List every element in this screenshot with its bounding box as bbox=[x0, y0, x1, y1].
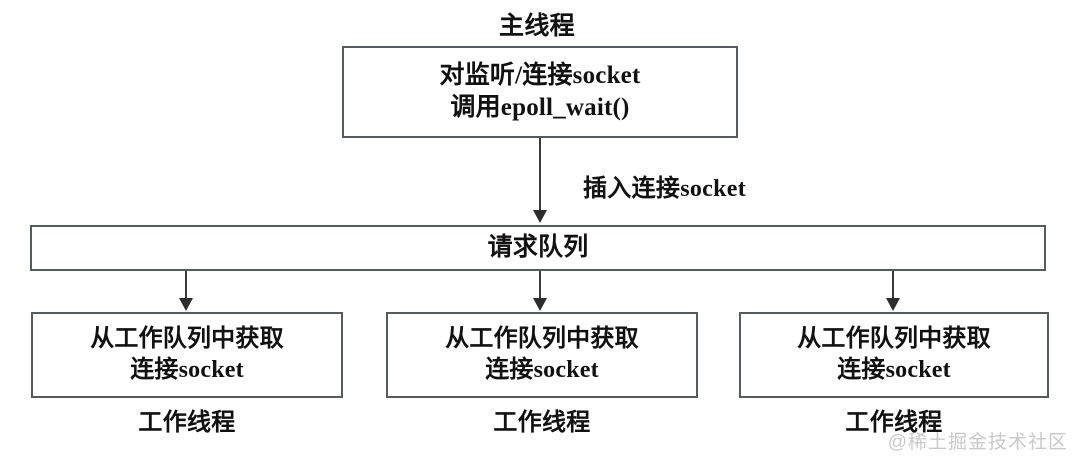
main-thread-box-line-1: 对监听/连接socket bbox=[439, 62, 641, 89]
edge-label-insert-socket: 插入连接socket bbox=[583, 176, 746, 202]
arrow-queue-to-worker-0-head-icon bbox=[179, 298, 193, 311]
worker-thread-caption: 工作线程 bbox=[845, 410, 943, 436]
main-thread-box-line-2: 调用epoll_wait() bbox=[450, 94, 630, 121]
worker-thread-box: 从工作队列中获取 连接socket bbox=[739, 312, 1049, 398]
arrow-queue-to-worker-1-head-icon bbox=[533, 298, 547, 311]
arrow-main-to-queue-head-icon bbox=[533, 210, 547, 223]
worker-thread-caption: 工作线程 bbox=[138, 410, 236, 436]
arrow-queue-to-worker-2-line bbox=[892, 271, 894, 302]
worker-thread-caption: 工作线程 bbox=[493, 410, 591, 436]
worker-box-line-2: 连接socket bbox=[837, 357, 951, 383]
worker-thread-box: 从工作队列中获取 连接socket bbox=[386, 312, 698, 398]
request-queue-box: 请求队列 bbox=[30, 225, 1046, 271]
worker-box-line-1: 从工作队列中获取 bbox=[90, 326, 284, 353]
request-queue-label: 请求队列 bbox=[487, 234, 589, 261]
arrow-queue-to-worker-2-head-icon bbox=[886, 298, 900, 311]
worker-box-line-2: 连接socket bbox=[130, 357, 244, 383]
main-thread-caption-text: 主线程 bbox=[499, 13, 575, 40]
worker-box-line-2: 连接socket bbox=[485, 357, 599, 383]
arrow-queue-to-worker-0-line bbox=[185, 271, 187, 302]
arrow-queue-to-worker-1-line bbox=[539, 271, 541, 302]
worker-box-line-1: 从工作队列中获取 bbox=[445, 326, 639, 353]
worker-box-line-1: 从工作队列中获取 bbox=[797, 326, 991, 353]
worker-thread-box: 从工作队列中获取 连接socket bbox=[31, 312, 343, 398]
arrow-main-to-queue-line bbox=[539, 138, 541, 214]
main-thread-box: 对监听/连接socket 调用epoll_wait() bbox=[342, 46, 738, 138]
main-thread-caption: 主线程 bbox=[0, 6, 1082, 42]
watermark: @稀土掘金技术社区 bbox=[887, 432, 1068, 453]
